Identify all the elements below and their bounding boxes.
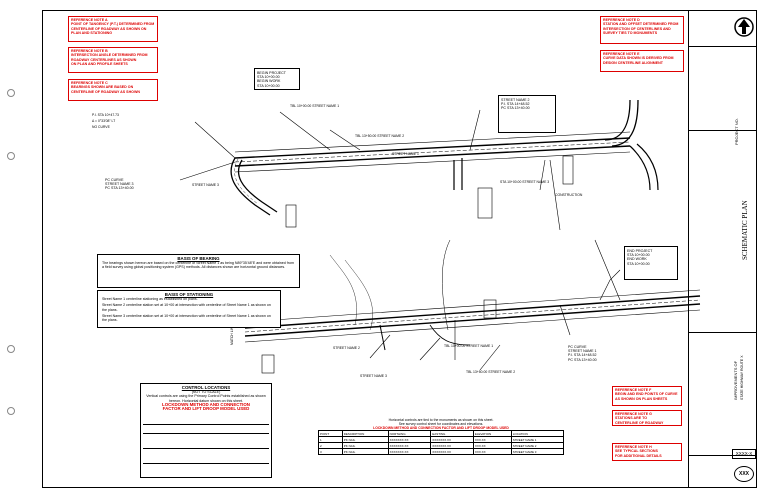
control-locations-box: CONTROL LOCATIONS (NOT TO SCALE) Vertica… xyxy=(140,383,272,478)
pi-curve-label: NO CURVE xyxy=(92,125,110,129)
pi-angle-label: Δ = 0°33'08" LT xyxy=(92,119,116,123)
sheet-title: SCHEMATIC PLAN xyxy=(741,200,749,260)
punch-hole xyxy=(7,152,15,160)
title-cell-text: PROJECT NO. xyxy=(734,118,739,145)
basis-of-stationing: BASIS OF STATIONING Street Name 1 center… xyxy=(97,290,281,328)
street-label-1: STREET NAME 1 xyxy=(392,152,419,156)
bottom-road-label-2: TBL 13+50.00 STREET NAME 2 xyxy=(466,370,516,374)
north-arrow-icon xyxy=(734,17,754,37)
street-label-3: STREET NAME 3 xyxy=(192,183,219,187)
title-block xyxy=(688,10,757,488)
road-label-1: TBL 10+00.00 STREET NAME 1 xyxy=(290,104,340,108)
project-subtitle: STATE HIGHWAY ROUTE X xyxy=(740,355,744,400)
bottom-road-label: TBL 10+00.00 STREET NAME 1 xyxy=(444,344,494,348)
sheet-number: XXX xyxy=(734,466,754,482)
bottom-street-label-3: STREET NAME 3 xyxy=(360,374,387,378)
pi-station-label: P.I. STA 10+47.73 xyxy=(92,113,119,117)
control-table: Horizontal controls are tied to the monu… xyxy=(318,418,565,458)
punch-hole xyxy=(7,407,15,415)
road-label-2: TBL 13+50.00 STREET NAME 2 xyxy=(355,134,405,138)
sheet-code: XXXX-X xyxy=(732,449,756,459)
bottom-street-label: STREET NAME 2 xyxy=(333,346,360,350)
basis-of-bearing: BASIS OF BEARING The bearings shown here… xyxy=(97,254,300,288)
station-callout: STA 10+00.00 STREET NAME 3 xyxy=(500,180,550,184)
construction-label: CONSTRUCTION xyxy=(555,193,583,197)
punch-hole xyxy=(7,345,15,353)
project-title: IMPROVEMENTS OF xyxy=(733,360,738,400)
punch-hole xyxy=(7,89,15,97)
